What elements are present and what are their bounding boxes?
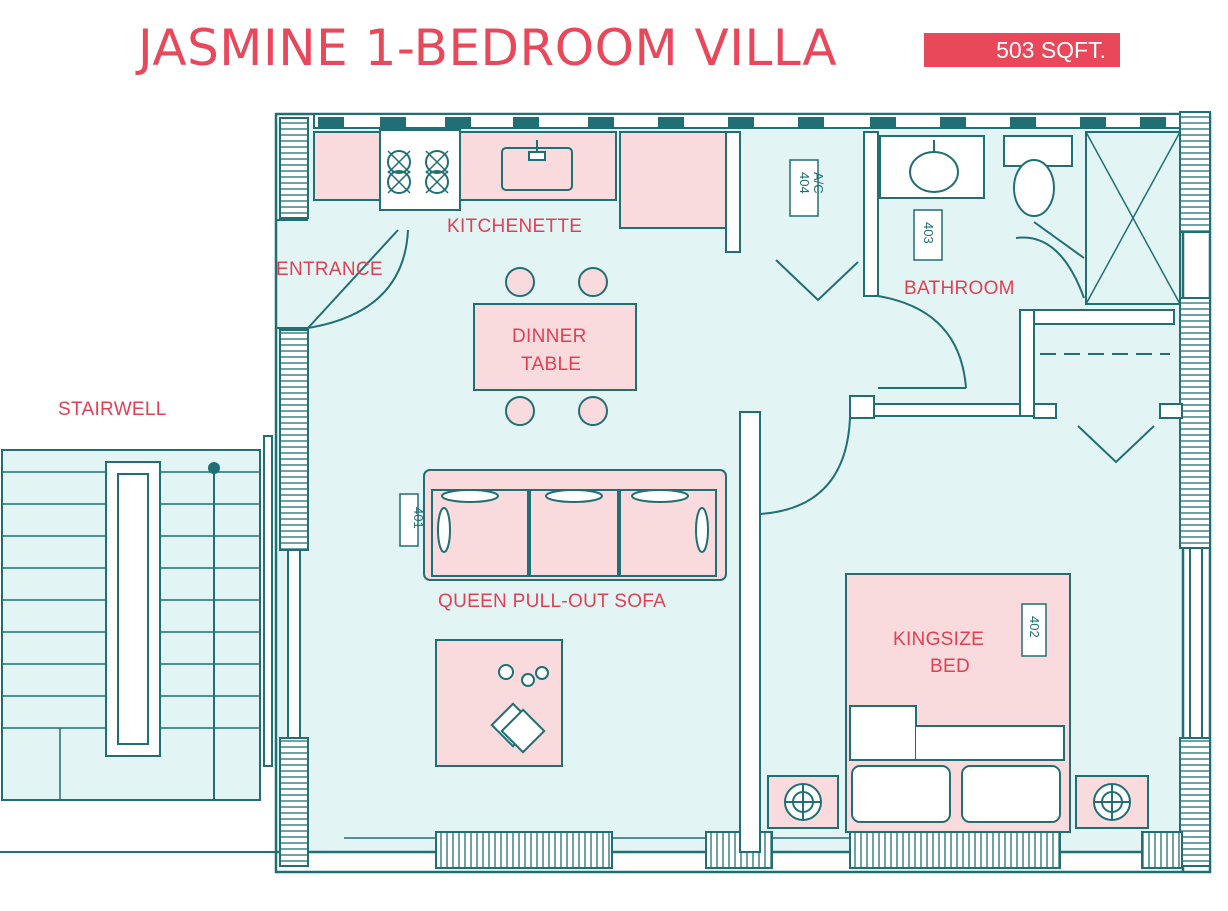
kitchenette-label: KITCHENETTE bbox=[447, 216, 582, 237]
bed-tag: 402 bbox=[1021, 603, 1047, 657]
stove-icon bbox=[379, 129, 461, 211]
dinner-table-label-line2: TABLE bbox=[521, 354, 581, 375]
bathroom-tag: 403 bbox=[913, 209, 943, 261]
bathroom-fixtures bbox=[879, 131, 1181, 305]
stairwell bbox=[0, 435, 276, 853]
ac-closet: A/C 404 bbox=[775, 159, 859, 302]
dinner-table-label-line1: DINNER bbox=[512, 326, 587, 347]
coffee-table bbox=[435, 639, 563, 767]
sofa bbox=[423, 469, 727, 581]
plan-title: JASMINE 1-BEDROOM VILLA bbox=[138, 19, 838, 77]
left-window bbox=[287, 547, 1203, 839]
svg-text:402: 402 bbox=[1027, 616, 1042, 638]
interior-walls bbox=[725, 131, 1183, 853]
svg-text:A/C: A/C bbox=[811, 172, 826, 194]
bed-label-line1: KINGSIZE bbox=[893, 629, 984, 650]
sink-icon bbox=[501, 140, 573, 191]
dinner-table bbox=[473, 267, 637, 426]
bathroom-door bbox=[877, 295, 967, 389]
nightstands bbox=[767, 775, 1149, 829]
svg-text:403: 403 bbox=[921, 222, 936, 244]
hatched-pillars bbox=[279, 111, 1211, 869]
bedroom-door bbox=[759, 417, 851, 515]
bed-label-line2: BED bbox=[930, 656, 970, 677]
top-wall-windows bbox=[313, 113, 1183, 129]
sofa-tag: 401 bbox=[399, 493, 426, 547]
bathroom-label: BATHROOM bbox=[904, 278, 1015, 299]
entrance-door bbox=[276, 219, 409, 329]
svg-text:404: 404 bbox=[797, 172, 812, 194]
bedroom-closet bbox=[1040, 353, 1170, 464]
stairwell-label: STAIRWELL bbox=[58, 399, 167, 420]
sofa-label: QUEEN PULL-OUT SOFA bbox=[438, 591, 666, 612]
svg-text:401: 401 bbox=[411, 507, 426, 529]
area-badge: 503 SQFT. bbox=[924, 33, 1120, 67]
entrance-label: ENTRANCE bbox=[276, 259, 383, 280]
